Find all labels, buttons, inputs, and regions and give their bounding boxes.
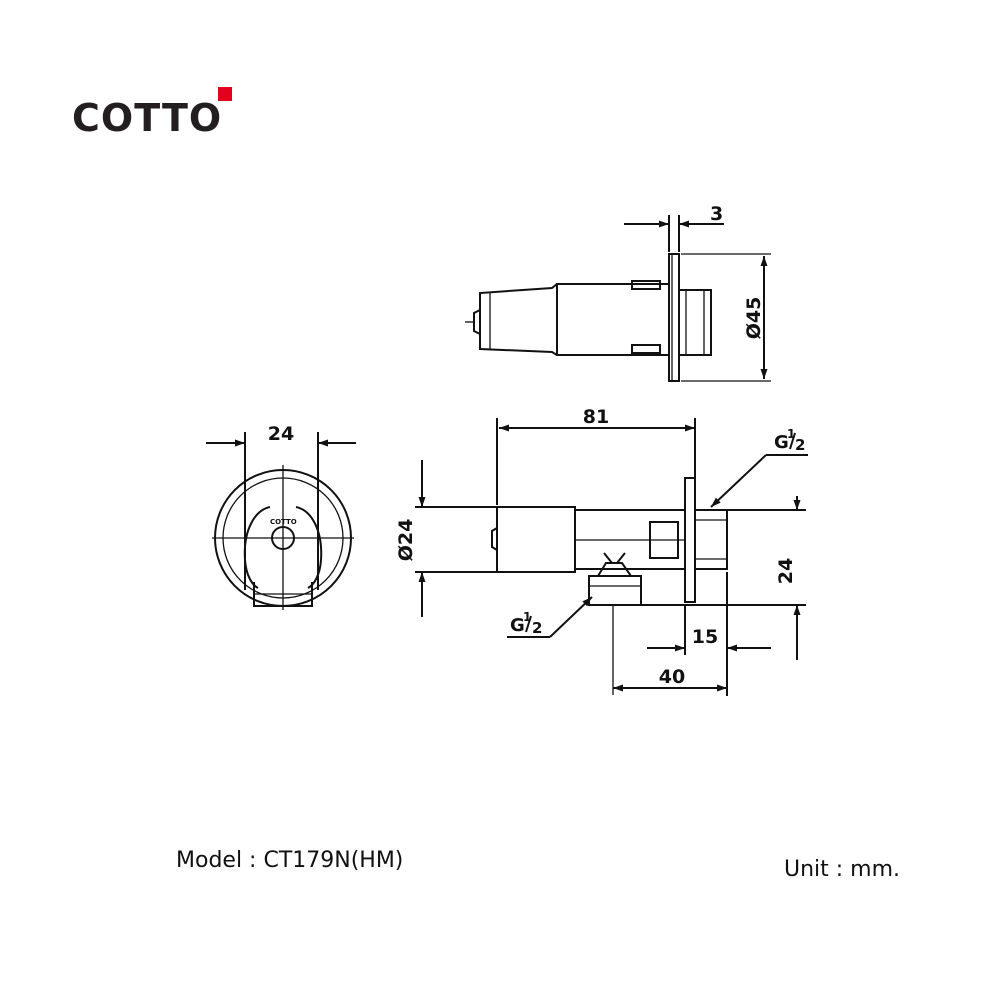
dim-d24-label: Ø24 <box>395 519 417 562</box>
side-flange <box>684 477 696 603</box>
cotto-logo: COTTO <box>72 87 232 140</box>
dim-d45-label: Ø45 <box>743 297 765 340</box>
side-handle <box>496 506 576 573</box>
thread-outlet-leader <box>549 596 593 638</box>
side-nut <box>694 509 728 570</box>
thread-inlet-prefix: G <box>774 432 789 453</box>
top-body <box>556 283 670 356</box>
thread-inlet-leader <box>710 454 767 508</box>
dim-3-label: 3 <box>710 203 723 225</box>
side-square-spindle <box>649 521 679 559</box>
unit-label: Unit : mm. <box>784 857 901 882</box>
logo-text: COTTO <box>72 96 223 140</box>
thread-inlet-num: 1 <box>787 427 795 441</box>
dim-24-side-label: 24 <box>775 558 797 584</box>
front-small-logo: COTTO <box>270 518 297 526</box>
thread-inlet-den: 2 <box>795 436 805 454</box>
top-flange <box>668 253 680 382</box>
dim-15-label: 15 <box>692 626 718 648</box>
dim-81-label: 81 <box>583 406 609 428</box>
side-view: 81 Ø24 24 15 40 G 1 2 <box>395 406 808 696</box>
thread-outlet-num: 1 <box>523 610 531 624</box>
logo-red-square <box>218 87 232 101</box>
model-label: Model : CT179N(HM) <box>176 848 404 873</box>
thread-outlet-den: 2 <box>532 619 542 637</box>
front-view: COTTO 24 <box>206 423 356 610</box>
side-outlet-thread <box>588 575 642 606</box>
thread-outlet-prefix: G <box>510 615 525 636</box>
dim-24-front-label: 24 <box>268 423 294 445</box>
top-nut <box>678 289 712 356</box>
dim-40-label: 40 <box>659 666 685 688</box>
top-handle <box>479 283 558 356</box>
top-view: 3 Ø45 <box>465 203 771 382</box>
